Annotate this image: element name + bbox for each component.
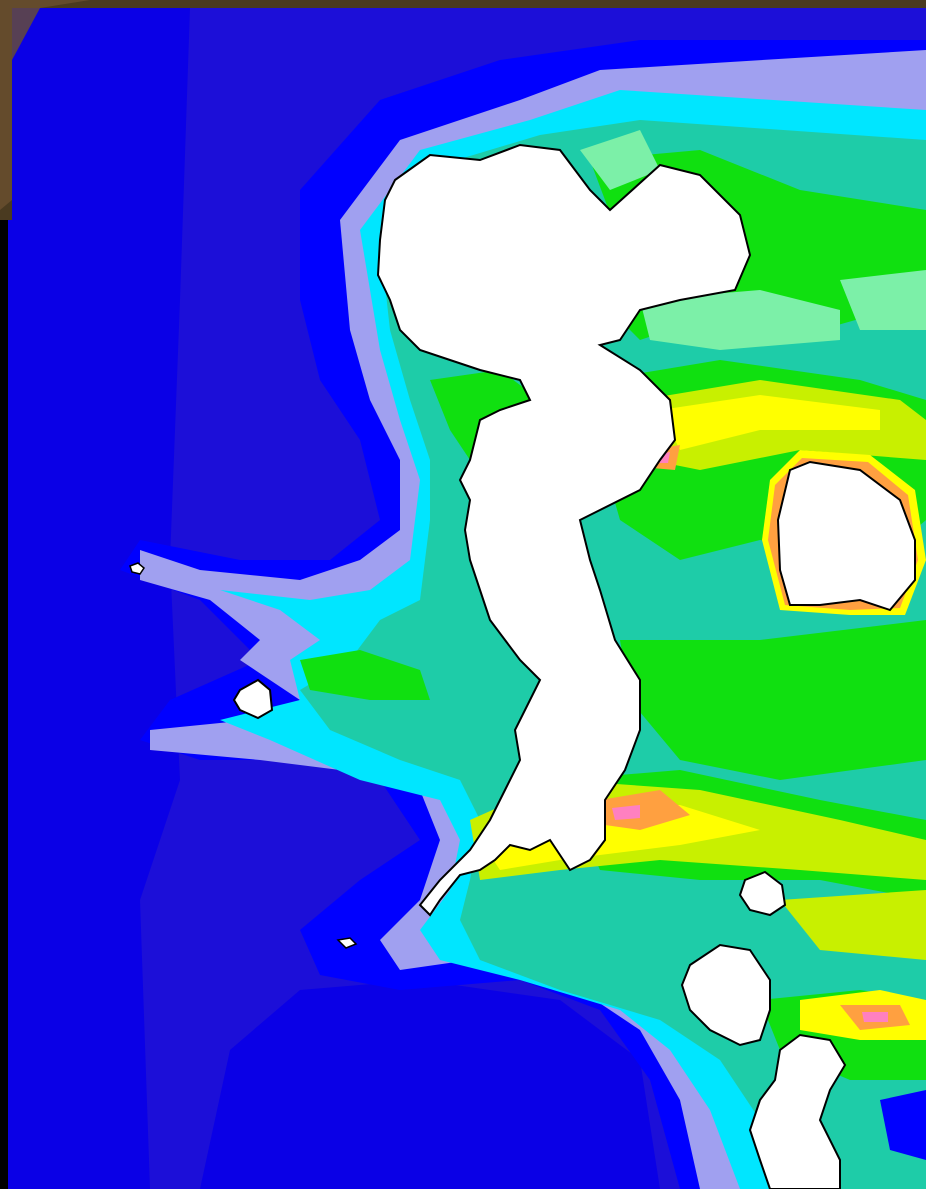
- pink-hotspot-south: [612, 805, 640, 820]
- main-peninsula: [376, 143, 752, 917]
- small-southwest-island: [232, 678, 274, 720]
- orange-hotspot-south: [600, 790, 690, 830]
- pink-hotspot-southeast: [862, 1012, 888, 1022]
- south-island: [748, 1033, 847, 1189]
- small-east-islet: [738, 870, 787, 917]
- mint-patch-east: [840, 270, 926, 330]
- southeast-blue-channel: [880, 1090, 926, 1160]
- yellow-band-center: [660, 395, 880, 450]
- tiny-west-islet: [129, 562, 145, 575]
- mint-patch-ne: [640, 290, 840, 350]
- east-island: [776, 460, 916, 612]
- tiny-southeast-islet: [336, 937, 358, 949]
- southeast-island: [680, 943, 771, 1047]
- green-zone-west: [300, 650, 430, 700]
- yellow-green-band-southeast: [780, 890, 926, 960]
- green-zone-east: [620, 620, 926, 780]
